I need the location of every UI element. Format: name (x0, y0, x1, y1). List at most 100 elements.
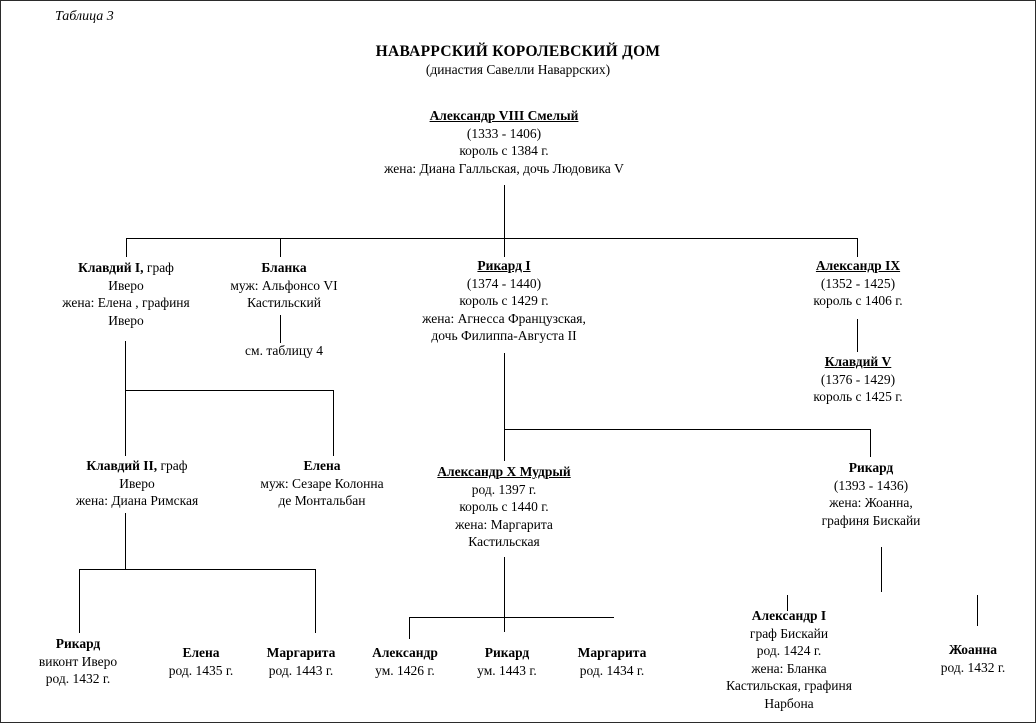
node-elena-1435: Елена род. 1435 г. (169, 644, 234, 679)
node-margarita-1434: Маргарита род. 1434 г. (578, 644, 647, 679)
person-name: Рикард (484, 645, 530, 660)
person-name: Клавдий II, граф (86, 458, 188, 473)
person-detail: Иверо (108, 277, 144, 293)
person-detail: жена: Агнесса Французская, (422, 310, 586, 326)
connector-line (126, 238, 858, 239)
table-number-label: Таблица 3 (55, 9, 114, 24)
connector-line (79, 569, 315, 570)
connector-line (409, 617, 614, 618)
node-alexandr-ix: Александр IX (1352 - 1425) король с 1406… (813, 257, 902, 310)
person-detail: жена: Жоанна, (829, 495, 913, 511)
person-name: Александр VIII Смелый (429, 108, 579, 123)
node-zhoanna: Жоанна род. 1432 г. (941, 641, 1006, 676)
person-detail: де Монтальбан (278, 493, 366, 509)
person-name: Клавдий V (824, 354, 892, 369)
see-table-4-note: см. таблицу 4 (245, 343, 323, 358)
connector-line (977, 595, 978, 626)
connector-line (409, 617, 410, 639)
person-detail: муж: Сезаре Колонна (260, 475, 384, 491)
person-detail: король с 1406 г. (813, 293, 903, 309)
person-detail: король с 1440 г. (459, 499, 549, 515)
connector-line (504, 557, 505, 632)
connector-line (857, 238, 858, 257)
person-detail: король с 1425 г. (813, 389, 903, 405)
person-name: Маргарита (266, 645, 336, 660)
node-elena-kolonna: Елена муж: Сезаре Колонна де Монтальбан (260, 457, 383, 510)
node-alexandr-1426: Александр ум. 1426 г. (372, 644, 438, 679)
connector-line (504, 185, 505, 239)
person-detail: графиня Бискайи (821, 512, 921, 528)
node-klavdiy-i: Клавдий I, граф Иверо жена: Елена , граф… (62, 259, 190, 329)
person-detail: муж: Альфонсо VI (230, 277, 338, 293)
connector-line (857, 319, 858, 352)
page-title: НАВАРРСКИЙ КОРОЛЕВСКИЙ ДОМ (375, 43, 661, 60)
connector-line (280, 315, 281, 343)
node-alexandr-i: Александр I граф Бискайи род. 1424 г. же… (726, 607, 852, 712)
connector-line (504, 353, 505, 461)
node-rikard-i: Рикард I (1374 - 1440) король с 1429 г. … (422, 257, 586, 345)
person-name: Бланка (261, 260, 307, 275)
connector-line (280, 238, 281, 257)
person-detail: род. 1424 г. (756, 643, 822, 659)
node-rikard-biskayi: Рикард (1393 - 1436) жена: Жоанна, графи… (822, 459, 921, 529)
person-name: Клавдий I, граф (78, 260, 174, 275)
node-klavdiy-v: Клавдий V (1376 - 1429) король с 1425 г. (813, 353, 902, 406)
person-detail: Иверо (119, 475, 155, 491)
person-name: Александр IX (815, 258, 901, 273)
person-detail: король с 1384 г. (459, 143, 549, 159)
person-name: Елена (303, 458, 341, 473)
person-detail: (1374 - 1440) (466, 275, 542, 291)
node-alexandr-viii: Александр VIII Смелый (1333 - 1406) коро… (384, 107, 624, 177)
person-name: Александр I (751, 608, 827, 623)
person-detail: дочь Филиппа-Августа II (431, 328, 577, 344)
person-name: Маргарита (577, 645, 647, 660)
connector-line (787, 595, 788, 611)
person-detail: род. 1432 г. (45, 671, 111, 687)
node-blanka: Бланка муж: Альфонсо VI Кастильский (230, 259, 337, 312)
person-detail: (1333 - 1406) (466, 125, 542, 141)
person-detail: род. 1435 г. (168, 662, 234, 678)
connector-line (79, 569, 80, 633)
person-name: Рикард (55, 636, 101, 651)
person-detail: жена: Маргарита (455, 516, 553, 532)
node-rikard-vikont: Рикард виконт Иверо род. 1432 г. (39, 635, 117, 688)
person-detail: Нарбона (764, 695, 814, 711)
person-detail: (1376 - 1429) (820, 371, 896, 387)
person-detail: род. 1443 г. (268, 662, 334, 678)
person-detail: Кастильская, графиня (726, 678, 852, 694)
person-detail: (1393 - 1436) (833, 477, 909, 493)
node-margarita-1443: Маргарита род. 1443 г. (267, 644, 336, 679)
connector-line (504, 238, 505, 257)
person-name: Елена (182, 645, 220, 660)
person-detail: граф Бискайи (749, 625, 829, 641)
person-name: Рикард (848, 460, 894, 475)
person-detail: виконт Иверо (38, 653, 118, 669)
person-name: Александр (372, 645, 438, 660)
connector-line (315, 569, 316, 633)
person-detail: жена: Елена , графиня (62, 295, 190, 311)
person-detail: жена: Диана Римская (75, 493, 199, 509)
person-detail: род. 1434 г. (579, 662, 645, 678)
page-subtitle: (династия Савелли Наваррских) (425, 62, 611, 77)
person-detail: жена: Бланка (751, 660, 827, 676)
node-klavdiy-ii: Клавдий II, граф Иверо жена: Диана Римск… (76, 457, 198, 510)
connector-line (126, 238, 127, 257)
person-detail: ум. 1426 г. (375, 662, 435, 678)
connector-line (125, 341, 126, 456)
person-detail: ум. 1443 г. (477, 662, 537, 678)
node-alexandr-x: Александр X Мудрый род. 1397 г. король с… (437, 463, 570, 551)
person-detail: (1352 - 1425) (820, 275, 896, 291)
node-rikard-1443: Рикард ум. 1443 г. (477, 644, 537, 679)
connector-line (504, 429, 870, 430)
person-detail: Кастильская (468, 534, 540, 550)
connector-line (333, 390, 334, 456)
person-name: Рикард I (477, 258, 531, 273)
connector-line (125, 513, 126, 569)
person-name: Александр X Мудрый (437, 464, 571, 479)
person-detail: род. 1397 г. (471, 481, 537, 497)
person-detail: жена: Диана Галльская, дочь Людовика V (384, 160, 624, 176)
person-name: Жоанна (948, 642, 998, 657)
person-detail: король с 1429 г. (459, 293, 549, 309)
person-detail: род. 1432 г. (940, 659, 1006, 675)
